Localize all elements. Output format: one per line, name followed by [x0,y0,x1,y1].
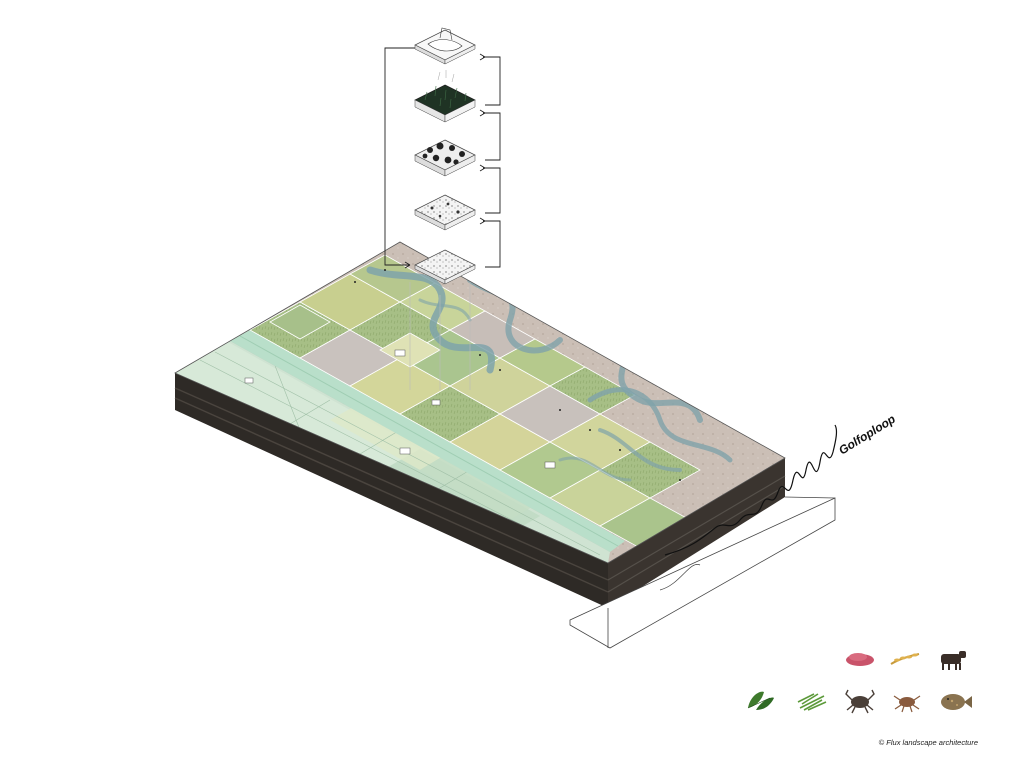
wave-label: Golfoploop [836,412,898,458]
sparse-planting-icon [414,194,476,231]
layer-stack [384,27,501,390]
base-soil-icon [414,249,476,285]
terrain-contour-icon [414,27,476,65]
landscape-block [174,241,786,608]
crab-icon [845,689,875,714]
wave-line [664,424,838,556]
soil-side-right [608,458,785,608]
buildings [244,349,556,469]
samphire-icon [797,693,827,711]
grain-icon [890,653,920,665]
dense-vegetation-icon [414,70,476,123]
cow-icon [941,651,966,670]
leafy-greens-icon [747,691,774,710]
soil-side-left [175,373,608,608]
product-icons [747,651,972,714]
sweet-potato-icon [846,653,874,666]
flatfish-icon [941,694,972,710]
shrub-cluster-icon [414,139,476,177]
shore-crab-icon [893,695,921,713]
credit-text: © Flux landscape architecture [878,738,978,747]
